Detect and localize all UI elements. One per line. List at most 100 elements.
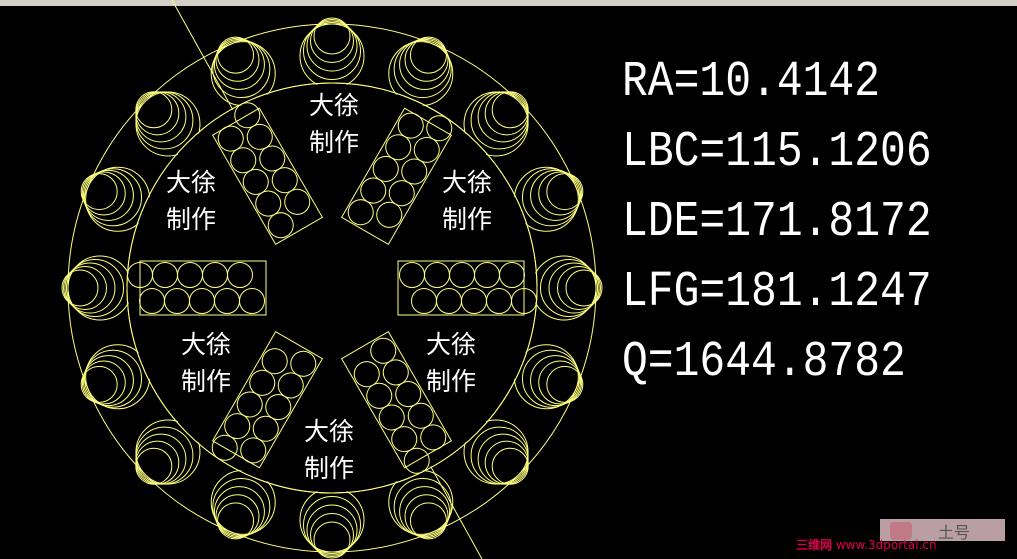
crescent-arc xyxy=(80,365,118,403)
crescent-arc xyxy=(135,91,173,129)
crescent-arc xyxy=(81,171,126,216)
crescent-arc xyxy=(213,486,265,538)
result-q: Q=1644.8782 xyxy=(622,334,906,391)
watermark: 三维网 www.3dportal.cn xyxy=(796,536,937,553)
watermark-brand: 三维网 xyxy=(796,538,833,552)
crescent-arc xyxy=(548,262,600,314)
crescent-arc xyxy=(484,91,529,136)
slot-circle xyxy=(234,102,261,129)
crescent-arc xyxy=(313,17,351,55)
slot-pattern xyxy=(211,102,324,246)
crescent-arc xyxy=(521,168,580,227)
crescent-arc xyxy=(404,494,449,539)
inner-circle-edge xyxy=(126,82,538,494)
crescent-arc xyxy=(81,360,126,405)
calculation-results: RA=10.4142 LBC=115.1206 LDE=171.8172 LFG… xyxy=(622,48,982,398)
crescent-arc xyxy=(306,504,358,556)
crescent-arc xyxy=(215,494,260,539)
crescent-arc xyxy=(135,426,194,485)
crescent-arc xyxy=(409,36,447,74)
crescent-arc xyxy=(80,173,118,211)
crescent-arc xyxy=(66,259,124,317)
crescent-arc xyxy=(565,269,603,307)
crescent-arc xyxy=(64,262,116,314)
crescent-arc xyxy=(393,477,452,536)
slot-pattern xyxy=(127,260,267,316)
slot-rect xyxy=(211,107,324,246)
slot-circle xyxy=(240,437,267,464)
author-label-line1: 大徐 xyxy=(165,168,216,197)
slot-rect xyxy=(340,107,453,246)
crescent-arc xyxy=(310,19,354,63)
crescent-arc xyxy=(404,37,449,82)
crescent-arc xyxy=(217,502,255,540)
crescent-arc xyxy=(303,22,361,80)
slot-circle xyxy=(211,434,238,461)
slot-pattern xyxy=(340,330,453,474)
crescent-arc xyxy=(491,91,529,129)
crescent-arc xyxy=(540,259,598,317)
crescent-arc xyxy=(84,168,143,227)
crescent-arc xyxy=(399,38,451,90)
crescent-arc xyxy=(530,169,582,221)
crescent-arc xyxy=(212,477,271,536)
author-label-line1: 大徐 xyxy=(303,417,354,446)
crescent-arc xyxy=(306,20,358,72)
slot-circle xyxy=(217,125,244,152)
crescent-arc xyxy=(491,447,529,485)
author-label-upper-left: 大徐 制作 xyxy=(156,164,226,238)
crescent-arc xyxy=(546,365,584,403)
author-label-line2: 制作 xyxy=(441,205,492,234)
slot-circle xyxy=(420,424,447,451)
author-label-line1: 大徐 xyxy=(425,330,476,359)
crescent-arc xyxy=(84,349,143,408)
slot-rect xyxy=(397,260,525,316)
crescent-arc xyxy=(215,37,260,82)
crescent-arc xyxy=(82,169,134,221)
author-label-lower-right: 大徐 制作 xyxy=(416,326,486,400)
crescent-arc xyxy=(135,91,194,150)
author-label-line2: 制作 xyxy=(303,454,354,483)
crescent-arc xyxy=(63,266,107,310)
crescent-arc xyxy=(61,269,99,307)
crescent-arc xyxy=(82,355,134,407)
author-label-line2: 制作 xyxy=(180,367,231,396)
crescent-arc xyxy=(521,349,580,408)
crescent-arc xyxy=(212,40,271,99)
author-label-line2: 制作 xyxy=(165,205,216,234)
crescent-arc xyxy=(303,496,361,554)
crescent-arc xyxy=(470,426,529,485)
author-label-line2: 制作 xyxy=(308,128,359,157)
slot-circle xyxy=(499,262,525,288)
slot-circle xyxy=(511,288,537,314)
crescent-arc xyxy=(409,502,447,540)
circular-pattern-geometry xyxy=(61,0,603,559)
watermark-url: www.3dportal.cn xyxy=(835,538,937,552)
author-label-upper-right: 大徐 制作 xyxy=(432,164,502,238)
result-lbc: LBC=115.1206 xyxy=(622,124,932,181)
author-label-line1: 大徐 xyxy=(308,91,359,120)
result-lfg: LFG=181.1247 xyxy=(622,264,932,321)
crescent-arc xyxy=(538,360,583,405)
result-ra: RA=10.4142 xyxy=(622,54,881,111)
slot-pattern xyxy=(340,107,453,246)
crescent-arc xyxy=(313,521,351,559)
crescent-arc xyxy=(393,40,452,99)
watermark-logo-icon xyxy=(890,522,912,540)
slot-pattern xyxy=(211,330,324,469)
author-label-line1: 大徐 xyxy=(180,330,231,359)
crescent-arc xyxy=(538,171,583,216)
author-label-line2: 制作 xyxy=(425,367,476,396)
author-label-bottom: 大徐 制作 xyxy=(294,413,364,487)
slot-circle xyxy=(426,115,453,142)
author-label-line1: 大徐 xyxy=(441,168,492,197)
crescent-arc xyxy=(470,91,529,150)
slot-pattern xyxy=(397,260,537,316)
inner-mask xyxy=(128,84,536,492)
slot-circle xyxy=(403,447,430,474)
watermark-badge-text: 土号 xyxy=(938,523,971,542)
crescent-arc xyxy=(217,36,255,74)
crescent-arc xyxy=(135,447,173,485)
crescent-arc xyxy=(557,266,601,310)
